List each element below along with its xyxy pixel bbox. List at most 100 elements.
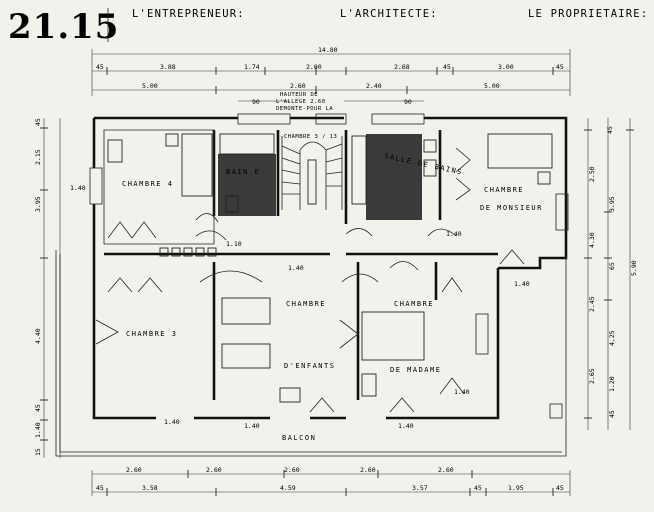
bathtub-right xyxy=(351,135,367,205)
dim-overall-top: 14.80 xyxy=(318,46,338,54)
inner-mark-8: 1.40 xyxy=(454,388,470,396)
desk-enfants xyxy=(279,387,301,403)
dim-left-4: 1.40 xyxy=(70,184,86,192)
room-label-monsieur-1: CHAMBRE xyxy=(484,186,524,194)
bath-left-tiles xyxy=(218,154,276,216)
inner-mark-7: 1.40 xyxy=(446,230,462,238)
room-label-chambre4: CHAMBRE 4 xyxy=(122,180,173,188)
dim-right-1: 45 xyxy=(606,126,614,134)
inner-mark-3: 1.40 xyxy=(514,280,530,288)
staircase xyxy=(281,136,343,210)
bed-enfants-1 xyxy=(221,297,271,325)
dim-top-5: 2.68 xyxy=(394,63,410,71)
left-dimension-lines xyxy=(40,118,61,458)
dim-left-7: 1.40 xyxy=(34,422,42,438)
dim-left-2: 2.15 xyxy=(34,149,42,165)
dim-right-8: 2.65 xyxy=(588,368,596,384)
room-label-chambre3: CHAMBRE 3 xyxy=(126,330,177,338)
entrepreneur-label: L'ENTREPRENEUR: xyxy=(132,8,245,20)
stair-label: CHAMBRE 3 / 13 xyxy=(284,134,337,140)
dim-bottom-2f: 1.95 xyxy=(508,484,524,492)
top-windows xyxy=(237,113,425,125)
sheet-number: 21.15 xyxy=(8,7,119,47)
owner-label: LE PROPRIETAIRE: xyxy=(528,8,648,20)
dim-second-2: 2.60 xyxy=(290,82,306,90)
dim-top-4: 2.00 xyxy=(306,63,322,71)
window-madame xyxy=(475,313,489,355)
dim-right-4: 4.30 xyxy=(588,232,596,248)
inner-mark-6: 1.40 xyxy=(398,422,414,430)
cabinet-madame xyxy=(361,373,377,397)
bidet-right xyxy=(423,159,437,177)
dim-bottom-1a: 2.60 xyxy=(126,466,142,474)
dim-top-2: 3.88 xyxy=(160,63,176,71)
dim-top-3: 1.74 xyxy=(244,63,260,71)
dim-top-1: 45 xyxy=(96,63,104,71)
wardrobe-row xyxy=(159,247,217,257)
dim-bottom-2d: 3.57 xyxy=(412,484,428,492)
note-hauteur-1: HAUTEUR DE xyxy=(280,92,318,98)
dim-left-3: 3.95 xyxy=(34,196,42,212)
window-right-monsieur xyxy=(555,193,569,231)
bed-chambre4 xyxy=(181,133,213,197)
dim-right-7: 4.25 xyxy=(608,330,616,346)
inner-mark-2: 1.40 xyxy=(288,264,304,272)
dim-bottom-1d: 2.60 xyxy=(360,466,376,474)
dim-bottom-2c: 4.59 xyxy=(280,484,296,492)
right-dimension-lines xyxy=(584,118,634,430)
dim-bottom-2a: 45 xyxy=(96,484,104,492)
dim-bottom-2g: 45 xyxy=(556,484,564,492)
room-label-bain-left: BAIN E xyxy=(226,168,260,176)
room-label-madame-2: DE MADAME xyxy=(390,366,441,374)
note-hauteur-3: DEMONTE-POUR LA xyxy=(276,106,333,112)
dim-bottom-1c: 2.60 xyxy=(284,466,300,474)
dim-right-5: 65 xyxy=(608,262,616,270)
bottom-dimension-lines xyxy=(91,470,571,496)
bathtub-left xyxy=(219,133,275,155)
inner-mark-4: 1.40 xyxy=(164,418,180,426)
dim-right-6: 2.45 xyxy=(588,296,596,312)
dim-left-5: 4.40 xyxy=(34,328,42,344)
dim-right-9: 1.20 xyxy=(608,376,616,392)
door-swings xyxy=(95,147,525,413)
dim-right-11: 5.90 xyxy=(630,260,638,276)
pillar-right xyxy=(549,403,563,419)
building-walls xyxy=(55,116,568,457)
note-hauteur-2: L'ALLEGE 2.60 xyxy=(276,99,326,105)
dim-bottom-1b: 2.60 xyxy=(206,466,222,474)
chair-chambre4 xyxy=(165,133,179,147)
architect-label: L'ARCHITECTE: xyxy=(340,8,438,20)
dim-right-3: 3.95 xyxy=(608,196,616,212)
dim-bottom-1e: 2.60 xyxy=(438,466,454,474)
room-label-madame-1: CHAMBRE xyxy=(394,300,434,308)
room-label-monsieur-2: DE MONSIEUR xyxy=(480,204,543,212)
dim-right-10: 45 xyxy=(608,410,616,418)
window-left-chambre4 xyxy=(89,167,103,205)
toilet-left xyxy=(225,195,239,213)
dim-second-1: 5.00 xyxy=(142,82,158,90)
dim-bottom-2b: 3.58 xyxy=(142,484,158,492)
basin-right xyxy=(423,139,437,153)
dim-left-6: 45 xyxy=(34,404,42,412)
dim-window-left: 90 xyxy=(252,98,260,106)
bed-enfants-2 xyxy=(221,343,271,369)
room-label-enfants-1: CHAMBRE xyxy=(286,300,326,308)
dim-window-right: 90 xyxy=(404,98,412,106)
desk-chambre4 xyxy=(107,139,123,163)
dim-top-8: 45 xyxy=(556,63,564,71)
room-label-enfants-2: D'ENFANTS xyxy=(284,362,335,370)
room-label-balcon: BALCON xyxy=(282,434,316,442)
dim-top-6: 45 xyxy=(443,63,451,71)
inner-mark-1: 1.10 xyxy=(226,240,242,248)
top-dimension-lines xyxy=(91,49,571,102)
dim-left-1: 45 xyxy=(34,118,42,126)
dim-bottom-2e: 45 xyxy=(474,484,482,492)
bed-madame xyxy=(361,311,425,361)
chair-monsieur xyxy=(537,171,551,185)
dim-second-3: 2.40 xyxy=(366,82,382,90)
inner-mark-5: 1.40 xyxy=(244,422,260,430)
dim-right-2: 2.50 xyxy=(588,166,596,182)
dim-top-7: 3.00 xyxy=(498,63,514,71)
bath-right-tiles xyxy=(366,134,422,220)
